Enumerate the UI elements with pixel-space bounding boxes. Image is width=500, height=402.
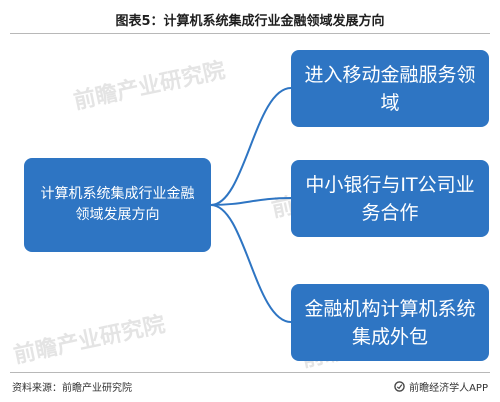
bottom-divider bbox=[10, 372, 490, 373]
brand-logo-icon bbox=[394, 381, 405, 392]
connector-to-branch-1 bbox=[210, 87, 292, 206]
branch-node-label: 金融机构计算机系统集成外包 bbox=[304, 297, 476, 348]
root-node: 计算机系统集成行业金融领域发展方向 bbox=[24, 158, 211, 252]
branch-node-label: 中小银行与IT公司业务合作 bbox=[305, 173, 475, 224]
branch-node-outsourcing: 金融机构计算机系统集成外包 bbox=[291, 284, 489, 361]
branch-node-label: 进入移动金融服务领域 bbox=[304, 63, 476, 114]
brand-label: 前瞻经济学人APP bbox=[409, 383, 488, 394]
connector-to-branch-2 bbox=[210, 197, 292, 206]
top-divider bbox=[10, 33, 490, 34]
branch-node-mobile-finance: 进入移动金融服务领域 bbox=[291, 50, 489, 127]
figure-title: 图表5：计算机系统集成行业金融领域发展方向 bbox=[115, 14, 385, 29]
brand-credit: 前瞻经济学人APP bbox=[394, 379, 488, 394]
source-note: 资料来源：前瞻产业研究院 bbox=[12, 383, 132, 394]
root-node-label: 计算机系统集成行业金融领域发展方向 bbox=[40, 186, 195, 223]
connector-to-branch-3 bbox=[210, 204, 292, 323]
branch-node-bank-it-cooperation: 中小银行与IT公司业务合作 bbox=[291, 160, 489, 237]
